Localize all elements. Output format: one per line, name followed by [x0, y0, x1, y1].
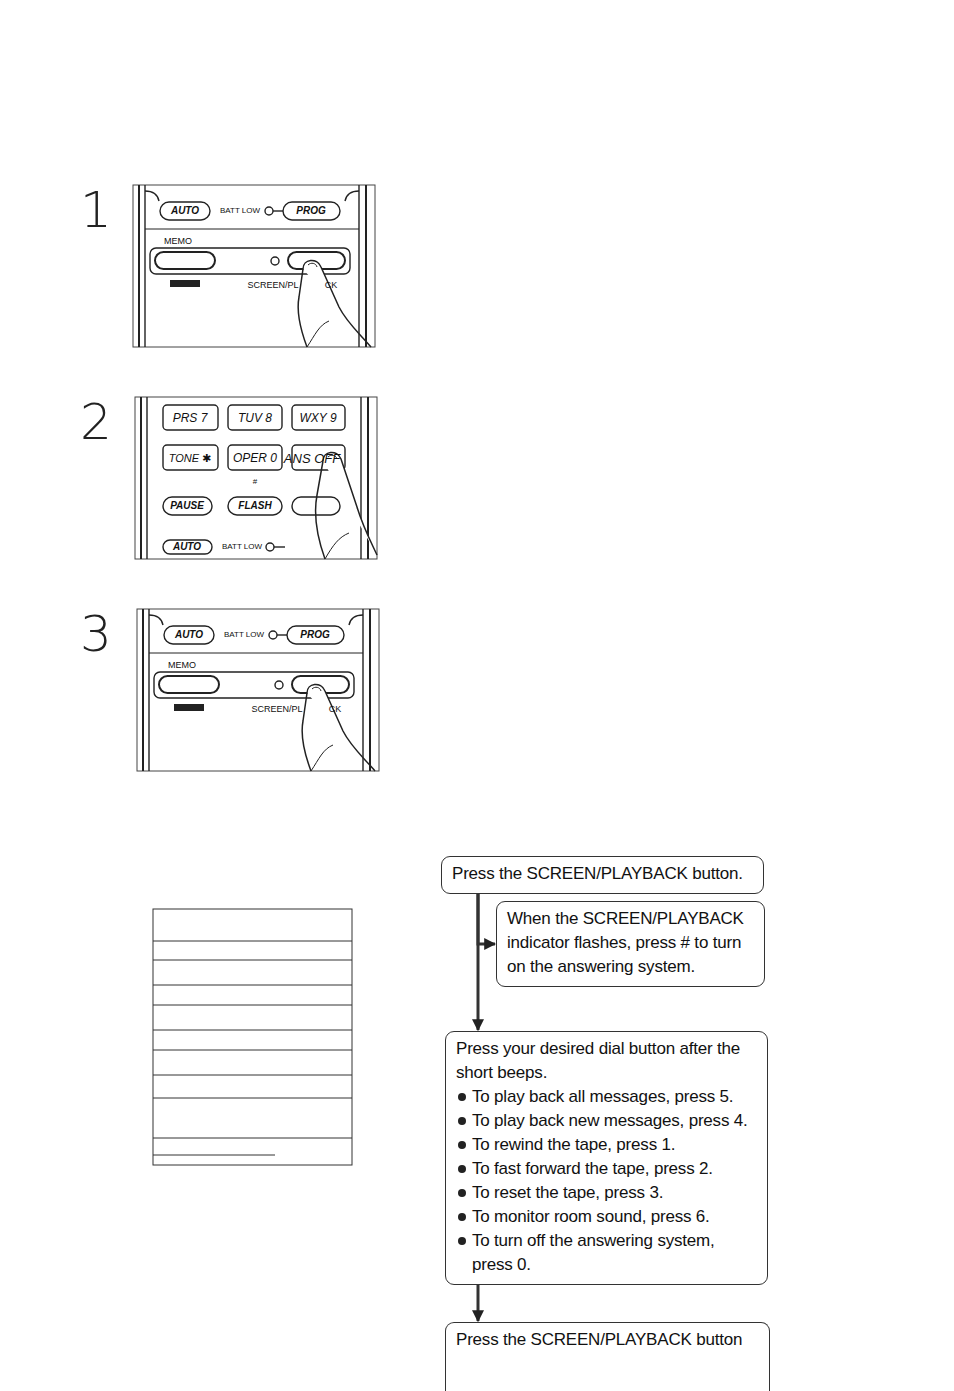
bullet-dot: [458, 1141, 466, 1149]
text: To fast forward the tape, press 2.: [472, 1159, 713, 1178]
bullet-dot: [458, 1165, 466, 1173]
bullet-item: To play back new messages, press 4.: [456, 1109, 757, 1133]
box-text: Press your desired dial button after the…: [456, 1037, 757, 1085]
flow-box: When the SCREEN/PLAYBACK indicator flash…: [496, 901, 765, 987]
text: To reset the tape, press 3.: [472, 1183, 663, 1202]
panel-label: SCREEN/PL: [251, 705, 302, 714]
panel-label: MEMO: [164, 237, 192, 246]
text: To rewind the tape, press 1.: [472, 1135, 675, 1154]
step-number: 2: [80, 397, 112, 447]
panel-label: MEMO: [168, 661, 196, 670]
flow-arrow: [477, 1285, 480, 1321]
panel-label: TUV 8: [238, 412, 272, 424]
panel-label: AUTO: [175, 630, 203, 640]
bullet-dot: [458, 1189, 466, 1197]
text: To play back new messages, press 4.: [472, 1111, 748, 1130]
panel-label: PROG: [296, 206, 325, 216]
panel-label: PAUSE: [170, 501, 204, 511]
panel-label: SCREEN/PL: [247, 281, 298, 290]
panel-label: BATT LOW: [222, 543, 262, 551]
text: Press the SCREEN/PLAYBACK button: [456, 1330, 742, 1349]
bullet-item: To turn off the answering system, press …: [456, 1229, 757, 1277]
panel-label: CK: [329, 705, 342, 714]
text: Press your desired dial button after the…: [456, 1039, 740, 1082]
panel-label: FLASH: [238, 501, 271, 511]
flow-box: Press the SCREEN/PLAYBACK button: [445, 1322, 770, 1391]
panel-label: CK: [325, 281, 338, 290]
bullet-dot: [458, 1117, 466, 1125]
step-number: 3: [80, 609, 112, 659]
flow-box: Press the SCREEN/PLAYBACK button.: [441, 856, 764, 894]
panel-label: BATT LOW: [220, 207, 260, 215]
bullet-dot: [458, 1237, 466, 1245]
text: To turn off the answering system, press …: [472, 1231, 715, 1274]
flow-box: Press your desired dial button after the…: [445, 1031, 768, 1285]
bullet-item: To monitor room sound, press 6.: [456, 1205, 757, 1229]
bullet-item: To rewind the tape, press 1.: [456, 1133, 757, 1157]
box-text: When the SCREEN/PLAYBACK indicator flash…: [507, 907, 754, 979]
panel-label: PROG: [300, 630, 329, 640]
bullet-dot: [458, 1093, 466, 1101]
panel-label: ANS OFF: [284, 452, 340, 465]
bullet-dot: [458, 1213, 466, 1221]
panel-label: WXY 9: [299, 412, 336, 424]
panel-label: OPER 0: [233, 452, 277, 464]
box-text: Press the SCREEN/PLAYBACK button: [456, 1328, 759, 1352]
step-number: 1: [80, 185, 112, 235]
text: To monitor room sound, press 6.: [472, 1207, 710, 1226]
panel-label: TONE ✱: [169, 453, 212, 464]
panel-label: #: [253, 478, 257, 486]
bullet-item: To reset the tape, press 3.: [456, 1181, 757, 1205]
panel-label: AUTO: [171, 206, 199, 216]
box-text: Press the SCREEN/PLAYBACK button.: [452, 862, 753, 886]
text: Press the SCREEN/PLAYBACK button.: [452, 864, 743, 883]
panel-label: AUTO: [173, 542, 201, 552]
flow-arrow: [478, 894, 495, 944]
panel-label: BATT LOW: [224, 631, 264, 639]
panel-label: PRS 7: [173, 412, 208, 424]
blank-table: [153, 909, 352, 1165]
text: When the SCREEN/PLAYBACK indicator flash…: [507, 909, 744, 976]
bullet-item: To play back all messages, press 5.: [456, 1085, 757, 1109]
text: To play back all messages, press 5.: [472, 1087, 733, 1106]
bullet-item: To fast forward the tape, press 2.: [456, 1157, 757, 1181]
